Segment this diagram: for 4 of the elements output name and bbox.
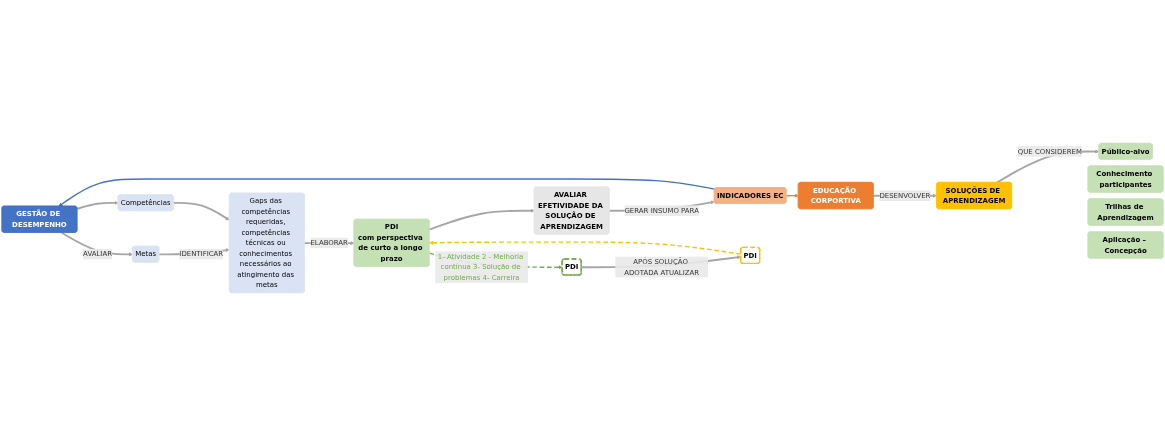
arrow [172,201,230,221]
arrow [428,208,535,231]
arrow [76,200,119,210]
arrow [58,178,716,207]
